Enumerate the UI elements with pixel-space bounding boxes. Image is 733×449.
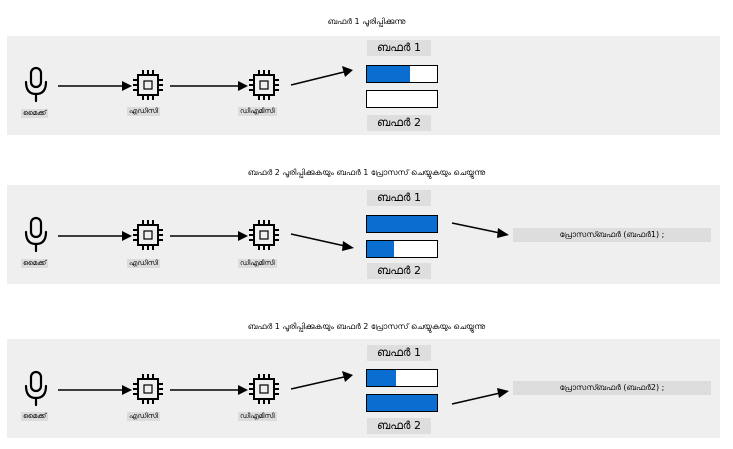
arrow-dma-to-buffer-head bbox=[342, 66, 353, 77]
buffer-1 bbox=[366, 369, 438, 387]
adc-label: എഡിസി bbox=[127, 412, 160, 421]
adc-label: എഡിസി bbox=[127, 107, 160, 116]
mic-label: മൈക്ക് bbox=[21, 259, 49, 268]
chip-icon bbox=[133, 220, 163, 250]
dma-label: ഡിഎമിസി bbox=[238, 412, 277, 421]
arrow-dma-to-buffer-head bbox=[342, 241, 354, 251]
buffer-1-fill bbox=[367, 216, 437, 232]
arrow-dma-to-buffer bbox=[290, 376, 345, 390]
arrow-adc-to-dma-head bbox=[238, 385, 248, 395]
buffer-1 bbox=[366, 65, 438, 83]
scene-3-caption: ബഫര്‍ 1 പൂരിപ്പിക്കുകയും ബഫര്‍ 2 പ്രോസസ്… bbox=[247, 322, 486, 331]
chip-icon bbox=[133, 374, 163, 404]
buffer-1-label: ബഫര്‍ 1 bbox=[367, 40, 431, 56]
buffer-2-label: ബഫര്‍ 2 bbox=[367, 418, 431, 434]
buffer-1-fill bbox=[367, 370, 397, 386]
buffer-1-label: ബഫര്‍ 1 bbox=[367, 345, 431, 361]
microphone-icon bbox=[24, 216, 48, 253]
mic-label: മൈക്ക് bbox=[21, 109, 49, 118]
buffer-2-label: ബഫര്‍ 2 bbox=[367, 263, 431, 279]
arrow-dma-to-buffer bbox=[290, 71, 345, 86]
buffer-2-fill bbox=[367, 241, 394, 257]
chip-icon bbox=[249, 374, 279, 404]
buffer-2 bbox=[366, 90, 438, 108]
scene-1-caption: ബഫര്‍ 1 പൂരിപ്പിക്കുന്നു bbox=[327, 17, 406, 26]
process-buffer-call: പ്രോസസ്ബഫര്‍ (ബഫര്‍1) ; bbox=[513, 228, 711, 242]
arrow-dma-to-buffer-head bbox=[342, 371, 353, 382]
microphone-icon bbox=[24, 66, 48, 103]
arrow-buffer-to-process bbox=[451, 392, 501, 405]
dma-label: ഡിഎമിസി bbox=[238, 107, 277, 116]
buffer-2-fill bbox=[367, 395, 437, 411]
chip-icon bbox=[249, 220, 279, 250]
buffer-2 bbox=[366, 394, 438, 412]
buffer-1 bbox=[366, 215, 438, 233]
arrow-mic-to-adc-head bbox=[122, 81, 132, 91]
buffer-2-label: ബഫര്‍ 2 bbox=[367, 115, 431, 131]
process-buffer-call: പ്രോസസ്ബഫര്‍ (ബഫര്‍2) ; bbox=[513, 381, 711, 395]
adc-label: എഡിസി bbox=[127, 259, 160, 268]
arrow-mic-to-adc-head bbox=[122, 231, 132, 241]
arrow-dma-to-buffer bbox=[290, 233, 346, 247]
buffer-1-fill bbox=[367, 66, 411, 82]
buffer-1-label: ബഫര്‍ 1 bbox=[367, 190, 431, 206]
arrow-buffer-to-process-head bbox=[497, 388, 509, 398]
chip-icon bbox=[249, 70, 279, 100]
arrow-adc-to-dma-head bbox=[238, 81, 248, 91]
mic-label: മൈക്ക് bbox=[21, 412, 49, 421]
buffer-2 bbox=[366, 240, 438, 258]
arrow-buffer-to-process bbox=[451, 222, 501, 234]
chip-icon bbox=[133, 70, 163, 100]
dma-label: ഡിഎമിസി bbox=[238, 259, 277, 268]
scene-2-caption: ബഫര്‍ 2 പൂരിപ്പിക്കുകയും ബഫര്‍ 1 പ്രോസസ്… bbox=[247, 168, 486, 177]
arrow-mic-to-adc-head bbox=[122, 385, 132, 395]
microphone-icon bbox=[24, 370, 48, 407]
arrow-adc-to-dma-head bbox=[238, 231, 248, 241]
arrow-buffer-to-process-head bbox=[497, 228, 509, 238]
